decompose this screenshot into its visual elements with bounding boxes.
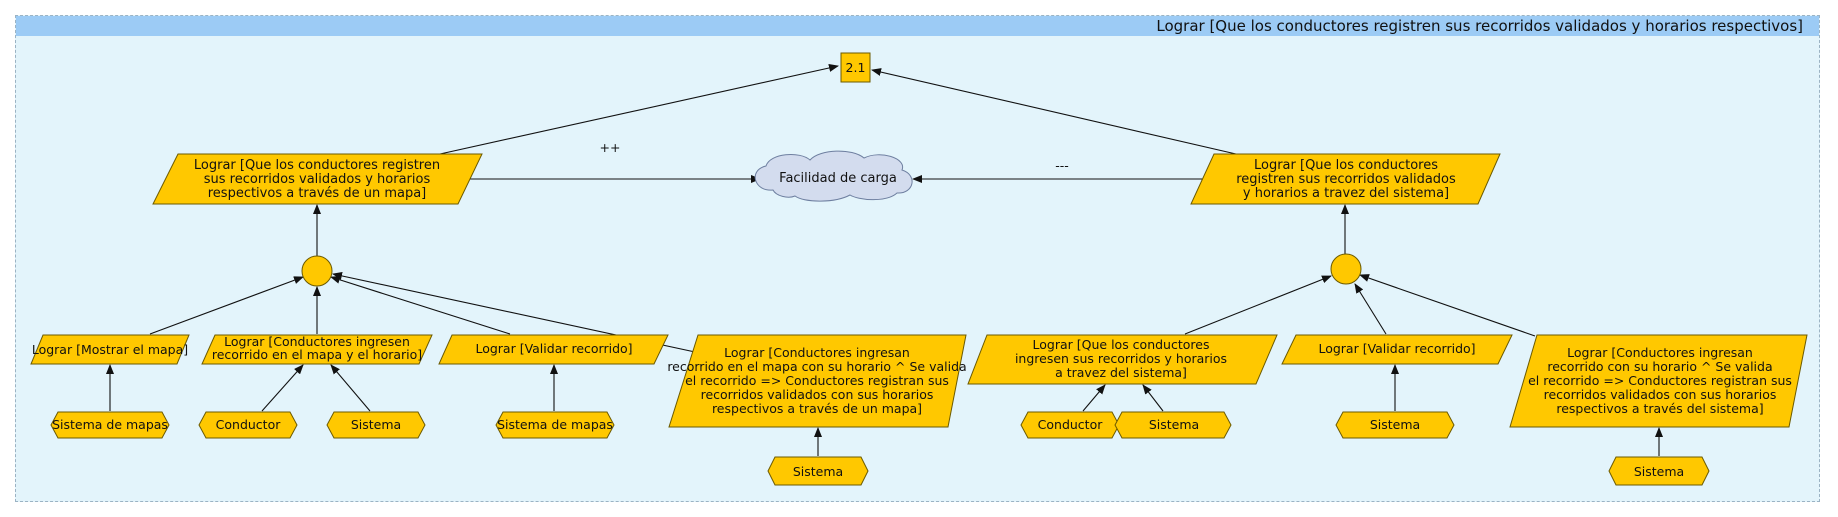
edges	[106, 64, 1663, 456]
left-agent-sistema-2[interactable]: Sistema	[767, 456, 869, 486]
left-sub-goal-3[interactable]: Lograr [Validar recorrido]	[438, 334, 669, 365]
svg-text:Lograr [Que los conductores: Lograr [Que los conductores	[1033, 337, 1210, 352]
left-sub-goal-2[interactable]: Lograr [Conductores ingresen recorrido e…	[201, 334, 433, 365]
svg-text:registren sus recorridos valid: registren sus recorridos validados	[1236, 172, 1456, 187]
left-agent-sistema[interactable]: Sistema	[326, 411, 426, 439]
svg-text:a travez del sistema]: a travez del sistema]	[1055, 365, 1187, 380]
svg-text:Lograr [Validar recorrido]: Lograr [Validar recorrido]	[1318, 341, 1475, 356]
svg-text:recorrido con su horario ^ Se: recorrido con su horario ^ Se valida	[1547, 359, 1772, 374]
svg-text:recorrido en el mapa y el hora: recorrido en el mapa y el horario]	[212, 347, 422, 362]
edge-right-goal-to-top	[871, 68, 1237, 155]
top-goal-label: 2.1	[846, 60, 866, 75]
right-and-decomposition[interactable]	[1330, 253, 1362, 285]
svg-text:Lograr [Que los conductores re: Lograr [Que los conductores registren	[194, 158, 440, 173]
right-sub-goal-2[interactable]: Lograr [Validar recorrido]	[1281, 334, 1513, 365]
right-agent-sistema-2[interactable]: Sistema	[1335, 411, 1455, 439]
left-agent-sistema-de-mapas-2[interactable]: Sistema de mapas	[495, 411, 615, 439]
edge-left-sub3-to-and	[330, 275, 511, 335]
edge-right-sub1-to-and	[1184, 275, 1332, 335]
edge-right-sub3-to-and	[1359, 274, 1536, 337]
svg-text:Lograr [Mostrar el mapa]: Lograr [Mostrar el mapa]	[32, 342, 188, 357]
svg-text:el recorrido => Conductores re: el recorrido => Conductores registran su…	[1528, 373, 1792, 388]
svg-text:Conductor: Conductor	[216, 417, 282, 432]
diagram-title: Lograr [Que los conductores registren su…	[1156, 17, 1803, 35]
svg-text:Sistema de mapas: Sistema de mapas	[52, 417, 168, 432]
svg-text:recorridos validados con sus h: recorridos validados con sus horarios	[701, 387, 934, 402]
top-goal-node[interactable]: 2.1	[840, 52, 871, 83]
svg-text:Sistema: Sistema	[1149, 417, 1199, 432]
contribution-right-label: ---	[1055, 158, 1069, 173]
edge-sistema-to-rsub1	[1142, 384, 1164, 412]
svg-text:Lograr [Conductores ingresen: Lograr [Conductores ingresen	[224, 334, 410, 349]
softgoal-label: Facilidad de carga	[779, 171, 897, 186]
svg-text:Lograr [Que los conductores: Lograr [Que los conductores	[1254, 158, 1438, 173]
edge-right-sub2-to-and	[1354, 283, 1387, 335]
svg-text:respectivos a través de un map: respectivos a través de un mapa]	[208, 186, 427, 201]
svg-text:recorridos validados con sus h: recorridos validados con sus horarios	[1544, 387, 1777, 402]
svg-text:y horarios a travez del sistem: y horarios a travez del sistema]	[1243, 186, 1449, 201]
svg-text:sus recorridos validados y hor: sus recorridos validados y horarios	[204, 172, 431, 187]
svg-text:respectivos a través de un map: respectivos a través de un mapa]	[712, 401, 922, 416]
left-and-decomposition[interactable]	[301, 255, 333, 287]
left-agent-conductor[interactable]: Conductor	[198, 411, 298, 439]
right-agent-sistema-3[interactable]: Sistema	[1608, 456, 1710, 486]
svg-text:Sistema: Sistema	[351, 417, 401, 432]
left-sub-goal-4[interactable]: Lograr [Conductores ingresan recorrido e…	[667, 334, 967, 428]
right-goal-node[interactable]: Lograr [Que los conductores registren su…	[1190, 153, 1501, 205]
right-agent-sistema-1[interactable]: Sistema	[1114, 411, 1232, 439]
svg-text:Lograr [Conductores ingresan: Lograr [Conductores ingresan	[724, 345, 910, 360]
right-agent-conductor[interactable]: Conductor	[1020, 411, 1120, 439]
svg-text:Sistema de mapas: Sistema de mapas	[497, 417, 613, 432]
svg-text:recorrido en el mapa con su ho: recorrido en el mapa con su horario ^ Se…	[667, 359, 966, 374]
svg-text:Sistema: Sistema	[1634, 464, 1684, 479]
softgoal-cloud[interactable]: Facilidad de carga	[754, 150, 913, 202]
right-sub-goal-3[interactable]: Lograr [Conductores ingresan recorrido c…	[1509, 334, 1808, 428]
left-sub-goal-1[interactable]: Lograr [Mostrar el mapa]	[30, 334, 190, 365]
edge-conductor-to-sub2	[261, 364, 304, 412]
svg-text:respectivos a través del siste: respectivos a través del sistema]	[1556, 401, 1763, 416]
edge-sistema-to-sub2	[330, 364, 371, 412]
edge-left-goal-to-top	[439, 64, 839, 155]
edge-conductor-to-rsub1	[1082, 384, 1106, 412]
svg-text:Lograr [Validar recorrido]: Lograr [Validar recorrido]	[475, 341, 632, 356]
edge-left-sub1-to-and	[149, 276, 304, 335]
svg-text:Sistema: Sistema	[793, 464, 843, 479]
svg-text:Lograr [Conductores ingresan: Lograr [Conductores ingresan	[1567, 345, 1753, 360]
svg-text:Conductor: Conductor	[1038, 417, 1104, 432]
svg-text:ingresen sus recorridos y hora: ingresen sus recorridos y horarios	[1015, 351, 1227, 366]
title-bar: Lograr [Que los conductores registren su…	[16, 16, 1819, 36]
left-goal-node[interactable]: Lograr [Que los conductores registren su…	[152, 153, 483, 205]
right-sub-goal-1[interactable]: Lograr [Que los conductores ingresen sus…	[967, 334, 1278, 385]
contribution-left-label: ++	[600, 140, 621, 155]
left-agent-sistema-de-mapas-1[interactable]: Sistema de mapas	[50, 411, 170, 439]
svg-text:Sistema: Sistema	[1370, 417, 1420, 432]
svg-text:el recorrido => Conductores re: el recorrido => Conductores registran su…	[685, 373, 949, 388]
